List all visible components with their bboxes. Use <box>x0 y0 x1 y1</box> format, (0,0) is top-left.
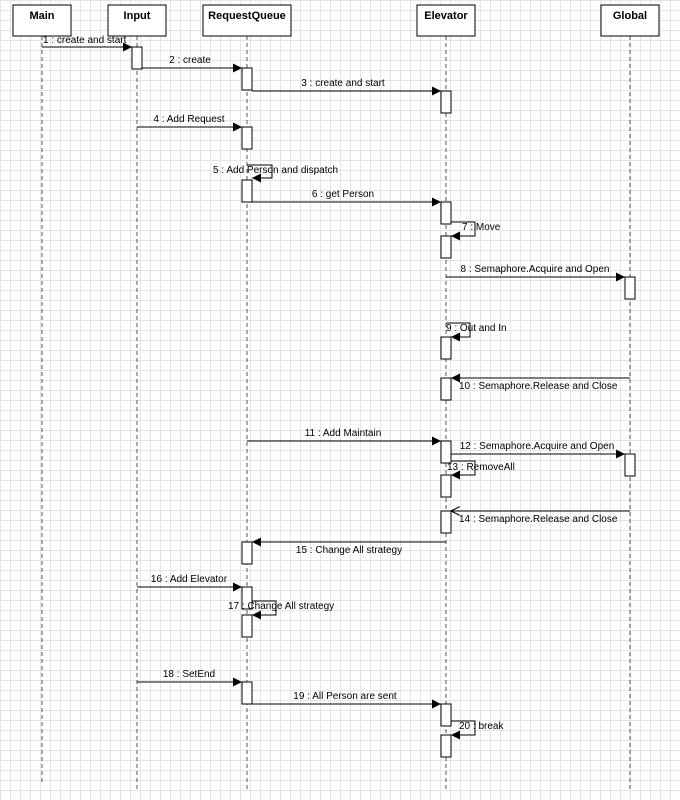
activation-requestqueue-2 <box>241 126 253 150</box>
message-label-5: 5 : Add Person and dispatch <box>213 165 338 176</box>
activation-elevator-8 <box>440 510 452 534</box>
activation-requestqueue-3 <box>241 179 253 203</box>
message-arrow-7 <box>451 221 476 241</box>
message-label-16: 16 : Add Elevator <box>151 574 228 585</box>
lifeline-title-elevator: Elevator <box>424 10 468 22</box>
lifeline-title-requestqueue: RequestQueue <box>208 10 286 22</box>
message-label-12: 12 : Semaphore.Acquire and Open <box>460 441 615 452</box>
message-label-4: 4 : Add Request <box>153 114 224 125</box>
message-label-14: 14 : Semaphore.Release and Close <box>459 514 618 525</box>
activation-requestqueue-6 <box>241 614 253 638</box>
activation-elevator-3 <box>440 235 452 259</box>
message-arrow-13 <box>451 460 476 480</box>
lifeline-box-input[interactable]: Input <box>107 4 167 37</box>
message-label-17: 17 : Change All strategy <box>228 601 334 612</box>
activation-requestqueue-1 <box>241 67 253 91</box>
activation-elevator-10 <box>440 734 452 758</box>
lifeline-box-main[interactable]: Main <box>12 4 72 37</box>
message-label-2: 2 : create <box>169 55 211 66</box>
activation-input-1 <box>131 46 143 70</box>
lifeline-title-main: Main <box>29 10 54 22</box>
activation-requestqueue-5 <box>241 586 253 610</box>
activation-elevator-4 <box>440 336 452 360</box>
activation-requestqueue-4 <box>241 541 253 565</box>
lifeline-title-global: Global <box>613 10 647 22</box>
lifeline-box-requestqueue[interactable]: RequestQueue <box>202 4 292 37</box>
message-arrow-9 <box>446 322 471 342</box>
message-label-6: 6 : get Person <box>312 189 374 200</box>
activation-elevator-2 <box>440 201 452 225</box>
message-label-1: 1 : create and start <box>43 35 127 46</box>
activation-elevator-9 <box>440 703 452 727</box>
message-label-3: 3 : create and start <box>301 78 385 89</box>
message-label-15: 15 : Change All strategy <box>296 545 402 556</box>
activation-global-2 <box>624 453 636 477</box>
message-label-13: 13 : RemoveAll <box>447 462 515 473</box>
message-label-9: 9 : Out and In <box>446 323 507 334</box>
message-label-8: 8 : Semaphore.Acquire and Open <box>461 264 610 275</box>
message-label-10: 10 : Semaphore.Release and Close <box>459 381 618 392</box>
lifeline-box-elevator[interactable]: Elevator <box>416 4 476 37</box>
activation-global-1 <box>624 276 636 300</box>
activation-elevator-1 <box>440 90 452 114</box>
message-arrow-5 <box>247 164 273 183</box>
message-label-18: 18 : SetEnd <box>163 669 215 680</box>
activation-elevator-6 <box>440 440 452 464</box>
activation-elevator-5 <box>440 377 452 401</box>
message-label-20: 20 : break <box>459 721 504 732</box>
message-arrow-20 <box>451 720 476 740</box>
message-label-19: 19 : All Person are sent <box>293 691 397 702</box>
message-label-11: 11 : Add Maintain <box>305 428 382 439</box>
message-arrow-17 <box>252 600 277 620</box>
activation-requestqueue-7 <box>241 681 253 705</box>
message-label-7: 7 : Move <box>462 222 501 233</box>
lifeline-title-input: Input <box>124 10 151 22</box>
lifeline-box-global[interactable]: Global <box>600 4 660 37</box>
activation-elevator-7 <box>440 474 452 498</box>
